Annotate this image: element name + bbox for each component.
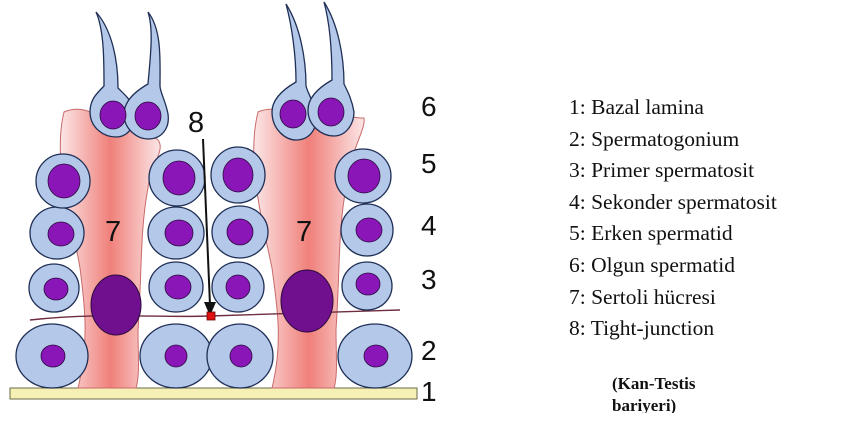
nucleus — [48, 164, 80, 198]
nucleus — [227, 219, 253, 245]
label-row-5: 5 — [421, 150, 437, 178]
legend-item: 6: Olgun spermatid — [569, 250, 777, 282]
nucleus — [48, 222, 74, 246]
nucleus — [135, 102, 161, 130]
sertoli-nucleus-right — [281, 270, 333, 332]
caption: (Kan-Testis bariyeri) — [612, 373, 762, 413]
nucleus — [41, 345, 65, 367]
nucleus — [356, 218, 382, 242]
label-row-3: 3 — [421, 266, 437, 294]
label-row-6: 6 — [421, 93, 437, 121]
legend-item: 1: Bazal lamina — [569, 92, 777, 124]
label-row-1: 1 — [421, 378, 437, 406]
tight-junction-marker — [207, 312, 215, 320]
legend-item: 8: Tight-junction — [569, 313, 777, 345]
label-row-2: 2 — [421, 337, 437, 365]
label-tight-junction: 8 — [188, 107, 204, 139]
label-row-4: 4 — [421, 212, 437, 240]
sertoli-nucleus-left — [91, 275, 141, 335]
label-sertoli-left: 7 — [105, 216, 121, 248]
label-sertoli-right: 7 — [296, 216, 312, 248]
nucleus — [100, 101, 126, 129]
legend-item: 3: Primer spermatosit — [569, 155, 777, 187]
nucleus — [165, 275, 191, 299]
nucleus — [348, 159, 380, 193]
legend: 1: Bazal lamina 2: Spermatogonium 3: Pri… — [569, 92, 777, 345]
mature-spermatid-row — [90, 2, 354, 140]
nucleus — [44, 278, 68, 300]
nucleus — [318, 98, 344, 126]
tight-junction-arrow — [203, 139, 210, 305]
basal-lamina — [10, 388, 417, 399]
nucleus — [230, 345, 252, 367]
legend-item: 2: Spermatogonium — [569, 124, 777, 156]
nucleus — [364, 345, 388, 367]
nucleus — [356, 273, 380, 295]
legend-item: 5: Erken spermatid — [569, 218, 777, 250]
nucleus — [163, 161, 195, 195]
legend-item: 7: Sertoli hücresi — [569, 282, 777, 314]
spermatogonia-row — [16, 324, 412, 388]
nucleus — [226, 275, 250, 299]
nucleus — [223, 158, 253, 192]
nucleus — [165, 345, 187, 367]
legend-item: 4: Sekonder spermatosit — [569, 187, 777, 219]
nucleus — [165, 220, 193, 246]
nucleus — [280, 100, 306, 128]
